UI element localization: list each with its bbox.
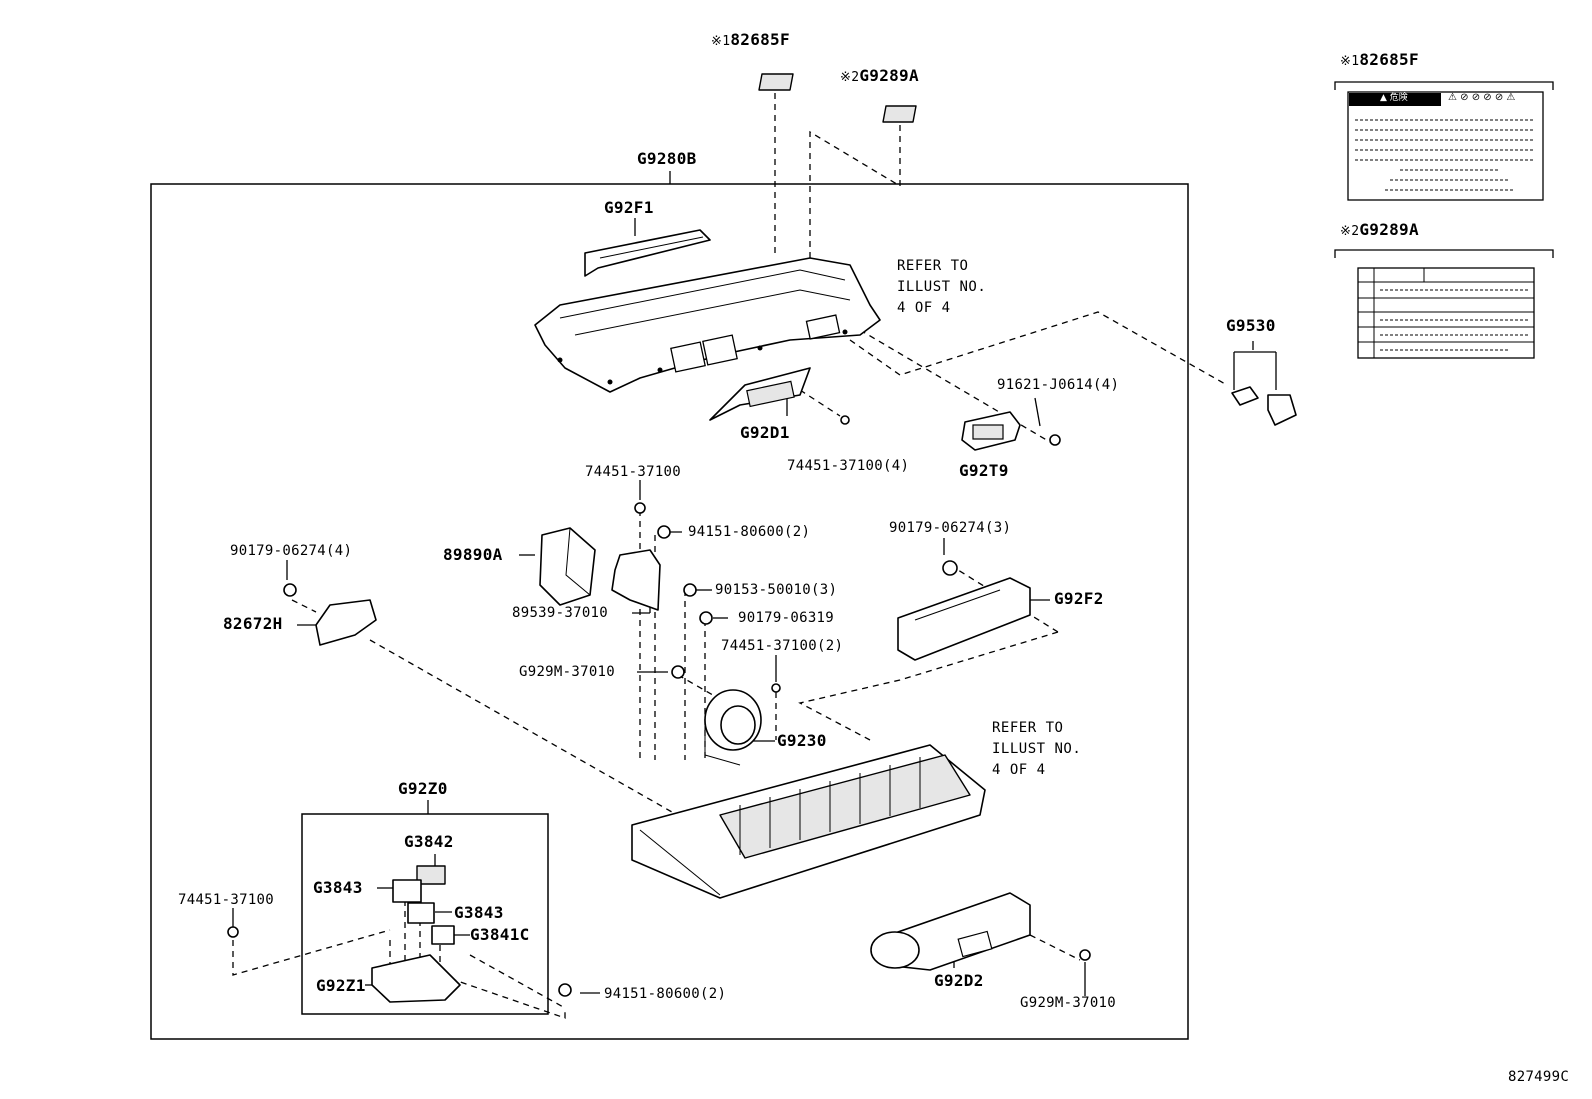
mark-1: ※1 [1340,54,1360,69]
battery-cover [534,257,881,393]
g92d2-duct [870,892,1031,971]
part-number: G9289A [1359,220,1419,239]
refer-note-lower: REFER TO ILLUST NO. 4 OF 4 [992,720,1082,778]
label-g92f2: G92F2 [1054,589,1104,608]
side-panel-1-title: ※182685F [1340,50,1419,69]
g92t9-part [961,411,1021,451]
label-g9280b: G9280B [637,149,697,168]
mark-2: ※2 [1340,224,1360,239]
label-g3842: G3842 [404,832,454,851]
side-panel-1-icons: ⚠ ⊘ ⊘ ⊘ ⊘ ⚠ [1448,92,1516,103]
label-89539-37010: 89539-37010 [512,605,609,621]
refer-note-upper: REFER TO ILLUST NO. 4 OF 4 [897,258,987,316]
bracket-89539 [611,549,661,611]
label-94151-80600-a: 94151-80600(2) [688,524,811,540]
g9530-clips [1231,386,1297,426]
label-g92d1: G92D1 [740,423,790,442]
label-g92z1: G92Z1 [316,976,366,995]
diagram-code: 827499C [1508,1069,1570,1085]
side-panel-1-header: ▲ 危険 [1380,93,1408,103]
side-panel-g9289a [1334,249,1554,359]
g92f1-bracket [584,229,711,277]
sub-frame-g92z0 [301,813,549,1015]
g92f2-plate [897,577,1031,661]
label-g92z0: G92Z0 [398,779,448,798]
label-g3843-b: G3843 [454,903,504,922]
part-number: 82685F [1359,50,1419,69]
label-g3843-a: G3843 [313,878,363,897]
label-74451-37100-a: 74451-37100 [585,464,682,480]
label-82672h: 82672H [223,614,283,633]
ecu-89890a [539,527,596,606]
label-g92d2: G92D2 [934,971,984,990]
label-g9289a-top: ※2G9289A [840,66,919,85]
mark-2: ※2 [840,70,860,85]
label-g92t9: G92T9 [959,461,1009,480]
label-90179-06319: 90179-06319 [738,610,835,626]
g9230-blower [704,689,762,766]
sticker-g9289a [882,105,917,123]
label-90179-06274-4: 90179-06274(4) [230,543,353,559]
mark-1: ※1 [711,34,731,49]
label-g9530: G9530 [1226,316,1276,335]
label-94151-80600-b: 94151-80600(2) [604,986,727,1002]
bracket-82672h [315,599,377,646]
label-g9230: G9230 [777,731,827,750]
battery-module-assembly [631,744,986,899]
side-panel-2-title: ※2G9289A [1340,220,1419,239]
label-g929m-37010-b: G929M-37010 [1020,995,1117,1011]
label-g3841c: G3841C [470,925,530,944]
label-90153-50010: 90153-50010(3) [715,582,838,598]
relay-block [371,865,461,1003]
sticker-82685f [758,73,794,91]
side-panel-82685f [1334,81,1554,201]
g92d1-duct [709,367,811,421]
label-89890a: 89890A [443,545,503,564]
label-90179-06274-3: 90179-06274(3) [889,520,1012,536]
label-91621-j0614: 91621-J0614(4) [997,377,1120,393]
label-74451-37100-2: 74451-37100(2) [721,638,844,654]
label-g929m-37010-a: G929M-37010 [519,664,616,680]
label-74451-37100-4: 74451-37100(4) [787,458,910,474]
label-74451-37100-b: 74451-37100 [178,892,275,908]
label-82685f-top: ※182685F [711,30,790,49]
label-g92f1: G92F1 [604,198,654,217]
part-number: G9289A [859,66,919,85]
part-number: 82685F [730,30,790,49]
